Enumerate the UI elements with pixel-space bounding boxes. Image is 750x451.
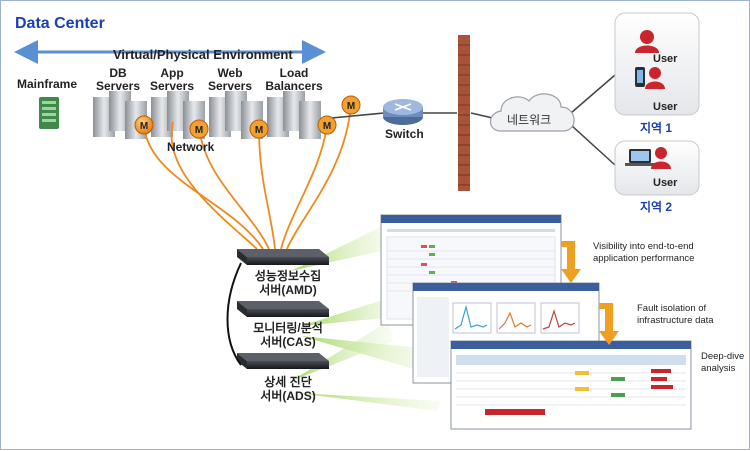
fault-description-line2: infrastructure data <box>637 315 714 326</box>
mainframe-icon <box>39 97 59 129</box>
monitor-badge-label: M <box>347 101 355 112</box>
monitor-badge-label: M <box>323 121 331 132</box>
cas-label-line1: 모니터링/분석 <box>253 321 323 335</box>
monitor-badge-label: M <box>140 121 148 132</box>
switch-icon <box>383 99 423 125</box>
flow-arrows <box>561 241 619 345</box>
amd-label-line1: 성능정보수집 <box>254 269 322 283</box>
deep-dive-description-line1: Deep-dive <box>701 351 745 362</box>
appliance-ads <box>237 353 329 369</box>
region-label-1: 지역 1 <box>640 121 673 135</box>
app-servers-label-line2: Servers <box>149 79 195 93</box>
appliance-link <box>226 262 242 366</box>
laptop-user-icon <box>625 147 671 169</box>
load-balancers-label-line1: Load <box>279 66 309 80</box>
environment-label: Virtual/Physical Environment <box>113 47 293 62</box>
appliance-cas <box>237 301 329 317</box>
web-servers-label: Web Servers <box>195 67 265 93</box>
web-servers-label-line2: Servers <box>207 79 253 93</box>
monitor-badge: M <box>134 115 154 135</box>
user-label-2: User <box>653 101 678 113</box>
load-balancers-label: Load Balancers <box>259 67 329 93</box>
app-servers-label: App Servers <box>137 67 207 93</box>
monitoring-links <box>143 103 352 250</box>
ads-label-line1: 상세 진단 <box>264 375 312 389</box>
app-servers-label-line1: App <box>160 66 184 80</box>
amd-label: 성능정보수집 서버(AMD) <box>233 269 343 297</box>
fault-description: Fault isolation of infrastructure data <box>637 303 714 327</box>
amd-label-line2: 서버(AMD) <box>259 283 317 297</box>
appliance-amd <box>237 249 329 265</box>
region-label-2: 지역 2 <box>640 200 673 214</box>
monitor-badge: M <box>317 115 337 135</box>
db-servers-label: DB Servers <box>83 67 153 93</box>
network-label: Network <box>167 140 215 154</box>
user-icon <box>635 30 659 53</box>
page-title: Data Center <box>15 15 105 32</box>
deep-dive-description: Deep-dive analysis <box>701 351 744 375</box>
monitor-badge: M <box>249 119 269 139</box>
deep-dive-description-line2: analysis <box>701 363 736 374</box>
user-group-box <box>614 12 700 116</box>
visibility-description-line2: application performance <box>593 253 695 264</box>
screenshot-deep-dive <box>450 340 692 430</box>
ads-label: 상세 진단 서버(ADS) <box>233 375 343 403</box>
switch-label: Switch <box>385 127 424 141</box>
cloud-icon <box>489 93 575 132</box>
monitor-badge-label: M <box>255 125 263 136</box>
user-label-1: User <box>653 53 678 65</box>
monitor-badge: M <box>341 95 361 115</box>
visibility-description: Visibility into end-to-end application p… <box>593 241 694 265</box>
visibility-description-line1: Visibility into end-to-end <box>593 241 694 252</box>
cas-label-line2: 서버(CAS) <box>260 335 316 349</box>
ads-label-line2: 서버(ADS) <box>260 389 316 403</box>
monitor-badge-label: M <box>195 125 203 136</box>
web-servers-label-line1: Web <box>217 66 243 80</box>
fault-description-line1: Fault isolation of <box>637 303 707 314</box>
cloud-label: 네트워크 <box>507 113 552 127</box>
mainframe-label: Mainframe <box>17 77 78 91</box>
db-servers-label-line2: Servers <box>95 79 141 93</box>
db-servers-label-line1: DB <box>109 66 127 80</box>
cas-label: 모니터링/분석 서버(CAS) <box>233 321 343 349</box>
load-balancers-label-line2: Balancers <box>265 79 323 93</box>
user-label-3: User <box>653 177 678 189</box>
mobile-user-icon <box>635 67 665 89</box>
monitor-badge: M <box>189 119 209 139</box>
firewall-icon <box>458 35 470 191</box>
